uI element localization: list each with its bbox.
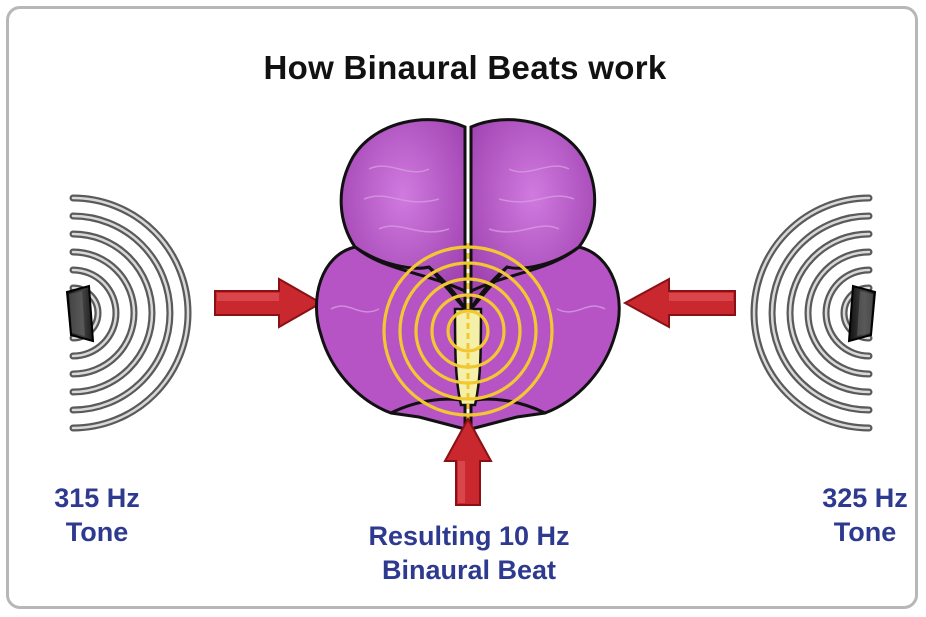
beat-line-2: Binaural Beat (309, 553, 629, 587)
diagram-frame: How Binaural Beats work (6, 6, 918, 609)
binaural-beat-label: Resulting 10 Hz Binaural Beat (309, 519, 629, 587)
right-arrow (625, 279, 735, 327)
beat-line-1: Resulting 10 Hz (309, 519, 629, 553)
left-tone-label: 315 Hz Tone (27, 481, 167, 549)
left-arrow (215, 279, 321, 327)
right-speaker-icon (849, 286, 875, 341)
bottom-arrow (445, 419, 491, 505)
right-tone-label: 325 Hz Tone (795, 481, 918, 549)
right-tone-frequency: 325 Hz (795, 481, 918, 515)
left-tone-word: Tone (27, 515, 167, 549)
left-tone-frequency: 315 Hz (27, 481, 167, 515)
right-tone-word: Tone (795, 515, 918, 549)
left-speaker-icon (67, 286, 93, 341)
